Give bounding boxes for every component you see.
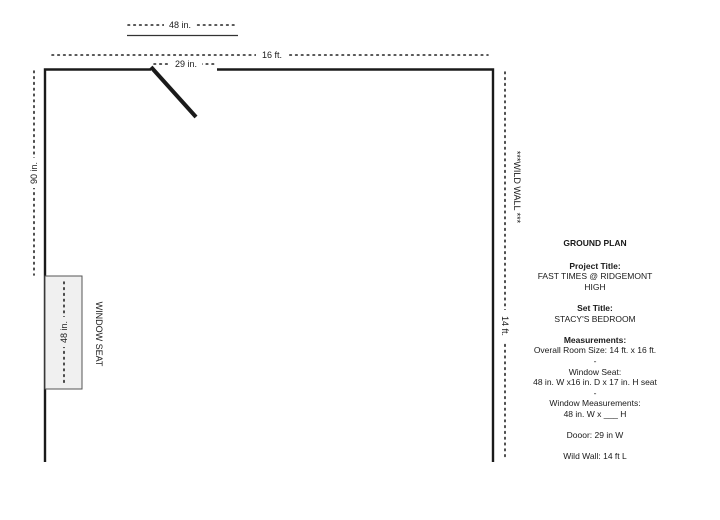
separator-1: -	[593, 355, 597, 366]
door-leaf	[149, 65, 198, 119]
separator-2: -	[593, 387, 597, 398]
project-title-label: Project Title:	[569, 260, 621, 271]
window-seat-dimension-label: 48 in.	[59, 321, 69, 343]
window-measurements-heading: Window Measurements:	[549, 398, 641, 409]
set-title: STACY'S BEDROOM	[554, 313, 636, 324]
window-seat-size: 48 in. W x16 in. D x 17 in. H seat	[533, 377, 657, 388]
window-seat-label: WINDOW SEAT	[94, 302, 104, 367]
window-measurements: 48 in. W x ___ H	[563, 408, 627, 419]
title-block: GROUND PLAN Project Title: FAST TIMES @ …	[528, 238, 662, 462]
measurements-label: Measurements:	[563, 334, 627, 345]
door-width-dimension-label: 29 in.	[175, 59, 197, 69]
title-block-heading: GROUND PLAN	[563, 238, 627, 248]
overall-room-size: Overall Room Size: 14 ft. x 16 ft.	[533, 345, 657, 356]
set-title-label: Set Title:	[577, 302, 613, 313]
wild-wall-measurement: Wild Wall: 14 ft L	[563, 451, 627, 462]
right-wall-dimension-label: 14 ft.	[500, 316, 510, 336]
window-width-dimension-label: 48 in.	[169, 20, 191, 30]
door-measurement: Dooor: 29 in W	[566, 430, 624, 441]
window-seat-heading: Window Seat:	[568, 366, 622, 377]
room-wall-right-top	[217, 68, 495, 462]
left-wall-dimension-label: 90 in.	[29, 162, 39, 184]
project-title: FAST TIMES @ RIDGEMONT HIGH	[537, 271, 653, 292]
wild-wall-label: ***WILD WALL ***	[512, 151, 522, 224]
room-wall-left-top	[43, 68, 151, 462]
room-length-dimension-label: 16 ft.	[262, 50, 282, 60]
